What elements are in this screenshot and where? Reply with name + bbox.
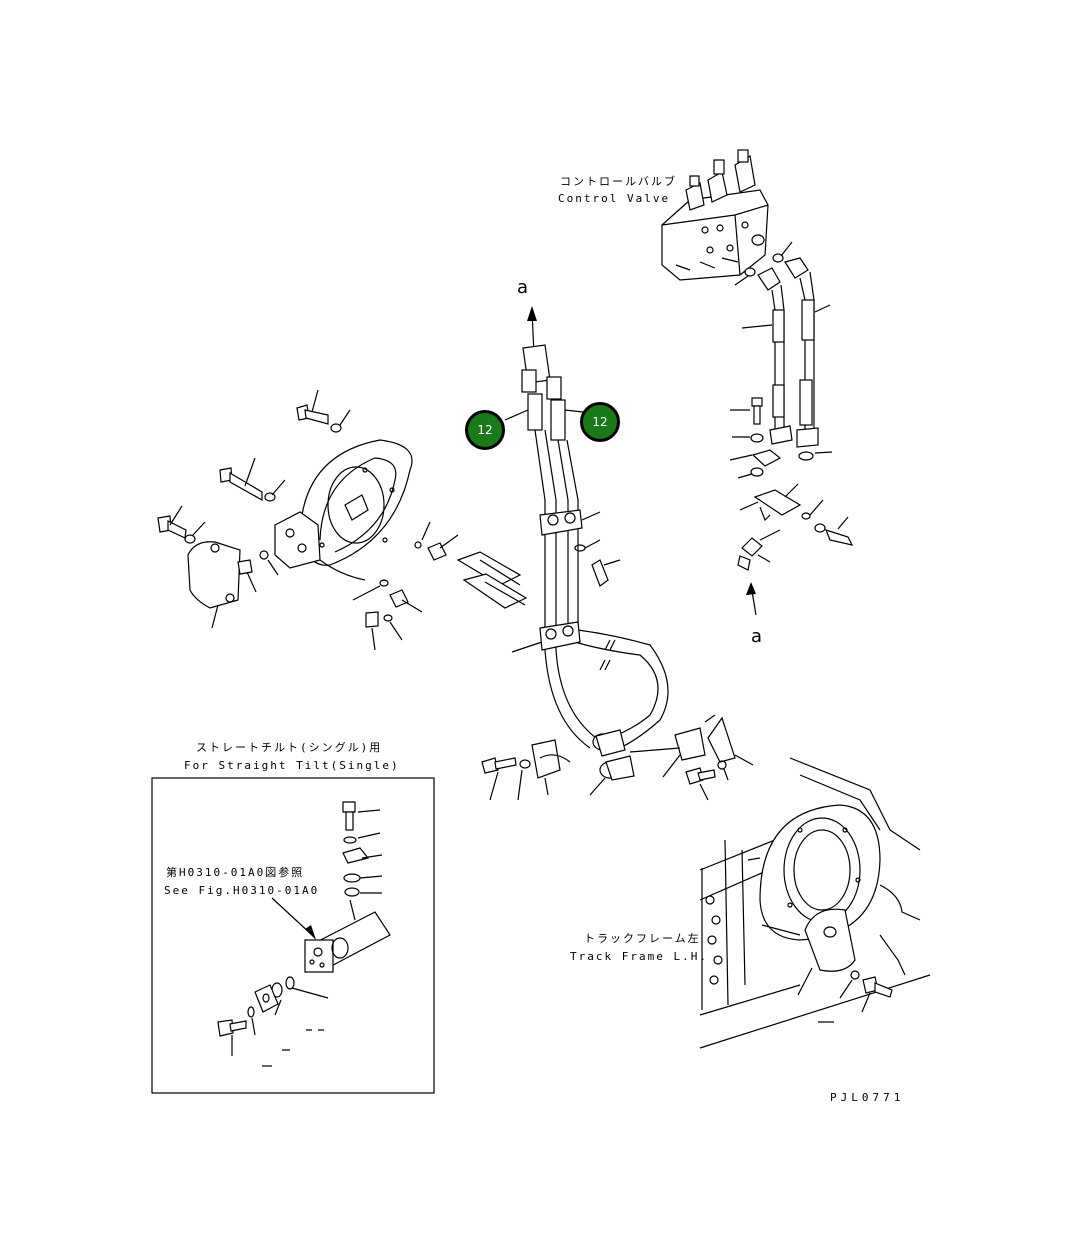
part-callout-12-left[interactable]: 12: [465, 410, 505, 450]
see-fig-label-en: See Fig.H0310-01A0: [164, 884, 320, 897]
tilt-bracket-drawing: [157, 389, 528, 651]
track-frame-drawing: [699, 757, 931, 1049]
see-fig-label-jp: 第H0310-01A0図参照: [166, 866, 305, 879]
straight-tilt-label-en: For Straight Tilt(Single): [184, 759, 400, 772]
straight-tilt-inset: [151, 777, 435, 1094]
arrow-label-a-top: a: [517, 277, 529, 298]
hose-assembly-drawing: [481, 306, 754, 801]
drawing-code: PJL0771: [830, 1091, 905, 1104]
control-valve-label-jp: コントロールバルブ: [560, 175, 677, 188]
arrow-label-a-bottom: a: [751, 626, 763, 647]
track-frame-label-jp: トラックフレーム左: [584, 932, 701, 945]
control-valve-drawing: [661, 149, 854, 616]
part-callout-12-right[interactable]: 12: [580, 402, 620, 442]
track-frame-label-en: Track Frame L.H.: [570, 950, 708, 963]
control-valve-label-en: Control Valve: [558, 192, 671, 205]
straight-tilt-label-jp: ストレートチルト(シングル)用: [196, 741, 383, 754]
